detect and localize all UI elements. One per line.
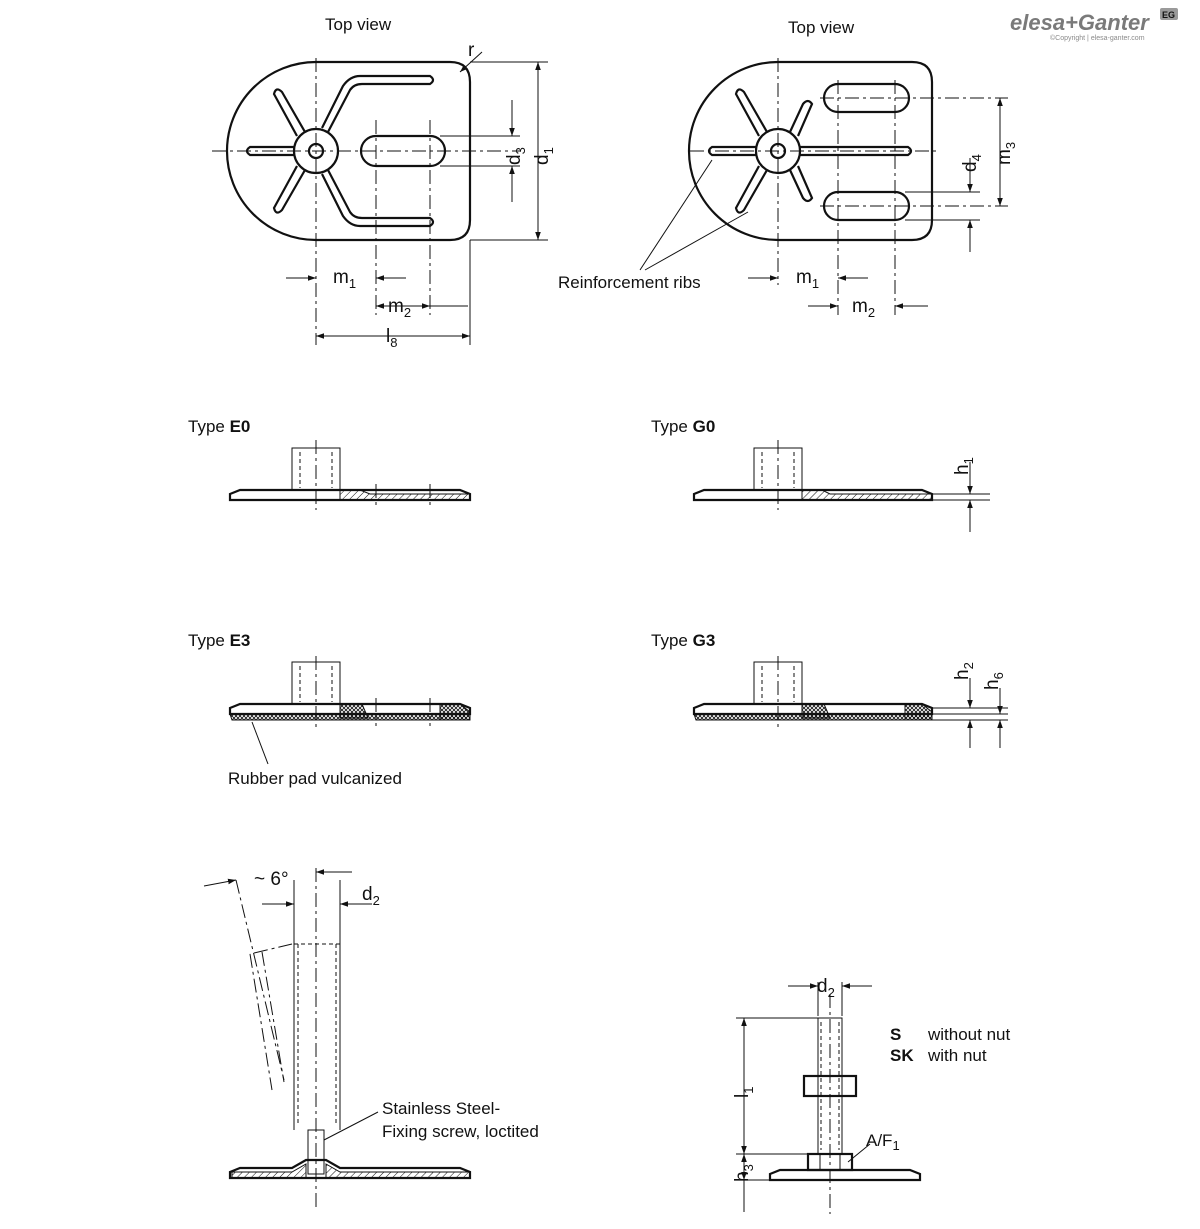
d4-label: d4 [960, 154, 984, 172]
tilt-ghost-1 [249, 953, 273, 1091]
d2-label-left: d2 [362, 884, 380, 908]
h3-label: h3 [732, 1164, 756, 1182]
section-type-e0: Type E0 [188, 417, 472, 510]
hub-bore-left [307, 142, 325, 160]
elesa-ganter-logo: elesa+Ganter EG ©Copyright | elesa-gante… [1010, 8, 1178, 42]
hub-right [754, 127, 802, 175]
fixing-screw [307, 1129, 325, 1175]
r-label: r [468, 40, 475, 61]
ribs-right [707, 88, 913, 214]
m2-label-right: m2 [852, 296, 875, 320]
plate-outline-left [225, 60, 472, 242]
section-type-g3: Type G3 h2 h6 [651, 631, 1008, 748]
af-label: A/F1 [866, 1131, 900, 1153]
g3-rubber-edge [904, 703, 933, 721]
h2-label: h2 [952, 662, 976, 680]
ribs-leader-1 [639, 159, 713, 271]
stud-plate [768, 1168, 922, 1182]
tilt-plate-section-l [231, 1163, 307, 1179]
brand-copyright: ©Copyright | elesa-ganter.com [1050, 34, 1145, 42]
l1-label: l1 [732, 1087, 756, 1098]
section-type-e3: Type E3 Rubber pad vulcanized [188, 631, 472, 788]
e0-plate [228, 488, 472, 502]
variant-sk-description: with nut [927, 1046, 987, 1065]
type-e0-label: Type E0 [188, 417, 250, 436]
rubber-pad-label: Rubber pad vulcanized [228, 769, 402, 788]
tilt-axis-angled [235, 879, 285, 1081]
slot-bottom-right [822, 190, 911, 222]
m2-label-left: m2 [388, 296, 411, 320]
brand-badge: EG [1162, 10, 1175, 20]
af-leader [847, 1143, 871, 1163]
fixing-screw-leader [323, 1111, 379, 1141]
m1-label-left: m1 [333, 267, 356, 291]
e3-rubber-center [339, 703, 369, 719]
variant-s-code: S [890, 1025, 901, 1044]
ribs-left [245, 74, 435, 228]
tilt-ghost-2 [261, 951, 285, 1083]
m1-label-right: m1 [796, 267, 819, 291]
fixing-screw-label-1: Stainless Steel- [382, 1099, 500, 1118]
brand-name: elesa+Ganter [1010, 10, 1150, 35]
m3-label: m3 [994, 142, 1018, 165]
top-view-right-label: Top view [788, 18, 855, 37]
type-g0-label: Type G0 [651, 417, 715, 436]
h6-label: h6 [982, 672, 1006, 690]
angle-arrow-left [203, 878, 237, 887]
top-view-left: Top view r d3 d1 [212, 15, 556, 350]
tilt-view: ~ 6° d2 Stainless Steel- Fixing screw, l… [203, 868, 539, 1210]
fixing-screw-label-2: Fixing screw, loctited [382, 1122, 539, 1141]
ribs-leader-2 [644, 211, 749, 271]
d3-label: d3 [504, 147, 528, 165]
variant-sk-code: SK [890, 1046, 914, 1065]
l8-label: l8 [386, 326, 397, 350]
variant-s-description: without nut [927, 1025, 1010, 1044]
type-e3-label: Type E3 [188, 631, 250, 650]
stud-view: d2 l1 h3 A/F1 S without nut SK with nut [732, 976, 1010, 1214]
plate-outline-right [687, 60, 934, 242]
tilt-ghost-top [249, 943, 293, 955]
section-type-g0: Type G0 h1 [651, 417, 990, 532]
rubber-pad-leader [251, 721, 269, 765]
tilt-plate-section-r [325, 1163, 471, 1179]
hub-left [292, 127, 340, 175]
hub-bore-right [769, 142, 787, 160]
e0-plate-section [339, 489, 471, 501]
h1-label: h1 [952, 457, 976, 475]
d1-label: d1 [532, 147, 556, 165]
g3-rubber-center [801, 703, 831, 719]
nut [802, 1074, 858, 1098]
e3-rubber-edge [439, 703, 471, 721]
slot-left [359, 134, 447, 168]
angle-label: ~ 6° [254, 869, 289, 890]
type-g3-label: Type G3 [651, 631, 715, 650]
reinforcement-ribs-label: Reinforcement ribs [558, 273, 701, 292]
d2-label-right: d2 [817, 976, 835, 1000]
top-view-left-label: Top view [325, 15, 392, 34]
brand-badge-box [1160, 8, 1178, 20]
slot-top-right [822, 82, 911, 114]
top-view-right: Top view Reinforcement ribs d4 [558, 18, 1018, 320]
g0-plate-section [801, 489, 933, 501]
